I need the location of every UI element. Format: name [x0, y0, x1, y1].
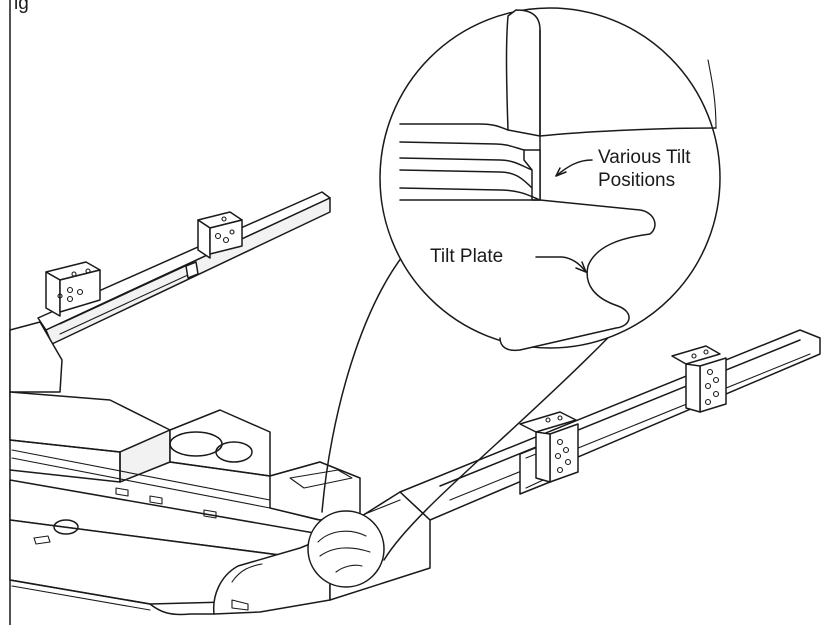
- near-rail-bracket-right: [671, 345, 727, 413]
- magnifier-source: [307, 510, 385, 588]
- various-tilt-line-2: Positions: [598, 170, 676, 191]
- tilt-plate-label: Tilt Plate: [430, 246, 504, 267]
- base-pan: [9, 321, 321, 616]
- various-tilt-line-1: Various Tilt: [598, 147, 691, 168]
- far-rail-bracket-right: [197, 211, 243, 259]
- near-rail: [399, 329, 821, 521]
- various-tilt-pointer: [555, 159, 593, 177]
- tilt-plate-arrowhead: [575, 261, 587, 273]
- various-tilt-positions-label: Various Tilt Positions: [598, 146, 691, 192]
- near-rail-bracket-middle: [519, 411, 579, 483]
- far-rail-bracket-left: [45, 261, 101, 317]
- tilt-plate-pointer: [535, 256, 587, 273]
- detail-circle: [379, 7, 721, 352]
- clipped-heading-fragment: ig: [14, 0, 29, 14]
- pan-compartments: [169, 409, 361, 521]
- various-tilt-arrowhead: [555, 167, 567, 177]
